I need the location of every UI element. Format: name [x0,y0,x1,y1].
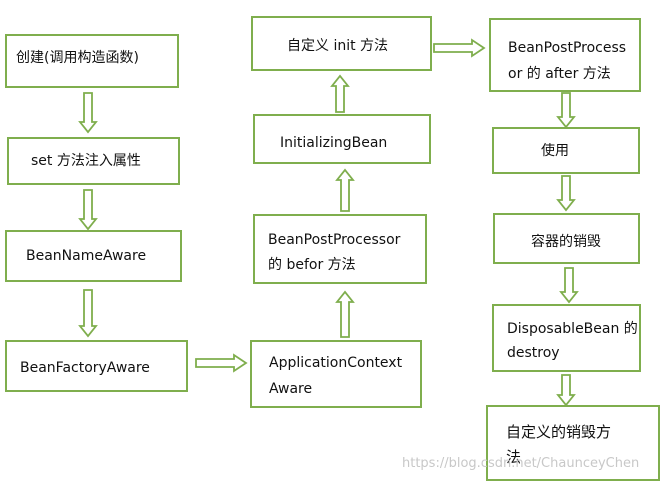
arrow-set-to-beannameaware [78,189,98,231]
node-bpp-after-label-1: BeanPostProcess [508,40,627,56]
node-bpp-before-label-2: 的 befor 方法 [268,257,356,273]
node-bean-factory-aware-label: BeanFactoryAware [20,360,150,376]
node-application-context-aware-label-2: Aware [269,381,313,397]
node-create: 创建(调用构造函数) [5,34,179,88]
node-use: 使用 [492,127,640,174]
arrow-custominit-to-bppafter [433,38,486,58]
node-disposable-bean-label-1: DisposableBean 的 [507,321,638,337]
node-custom-destroy-label-1: 自定义的销毁方 [506,423,612,441]
arrow-beanname-to-beanfactory [78,289,98,338]
node-create-label: 创建(调用构造函数) [16,50,139,66]
node-custom-destroy-label-2: 法 [506,448,522,466]
node-initializing-bean-label: InitializingBean [280,135,388,151]
arrow-create-to-set [78,92,98,134]
node-initializing-bean: InitializingBean [253,114,431,164]
node-use-label: 使用 [541,143,569,159]
node-set-properties: set 方法注入属性 [7,137,180,185]
watermark: https://blog.csdn.net/ChaunceyChen [402,456,640,471]
arrow-destroy-to-disposable [559,267,579,304]
node-custom-destroy: 自定义的销毁方 法 [486,405,660,481]
node-custom-init: 自定义 init 方法 [251,16,432,71]
node-application-context-aware: ApplicationContext Aware [250,340,422,408]
node-bpp-after-label-2: or 的 after 方法 [508,66,611,82]
node-custom-init-label: 自定义 init 方法 [287,38,389,54]
arrow-bppafter-to-use [556,92,576,129]
node-disposable-bean-label-2: destroy [507,345,560,361]
node-disposable-bean: DisposableBean 的 destroy [492,304,641,372]
node-bean-name-aware-label: BeanNameAware [26,248,147,264]
node-application-context-aware-label-1: ApplicationContext [269,355,403,371]
arrow-bppbefore-to-initializing [335,168,355,212]
node-bean-factory-aware: BeanFactoryAware [5,340,188,392]
node-bean-post-processor-before: BeanPostProcessor 的 befor 方法 [253,214,427,284]
node-bean-post-processor-after: BeanPostProcess or 的 after 方法 [489,18,641,92]
node-container-destroy-label: 容器的销毁 [531,234,601,250]
arrow-use-to-destroy [556,175,576,212]
node-container-destroy: 容器的销毁 [493,213,640,264]
node-bpp-before-label-1: BeanPostProcessor [268,232,401,248]
node-set-properties-label: set 方法注入属性 [31,153,141,169]
arrow-disposable-to-customdestroy [556,374,576,407]
arrow-appcontext-to-bppbefore [335,290,355,338]
arrow-beanfactory-to-appcontext [195,353,248,373]
node-bean-name-aware: BeanNameAware [5,230,182,282]
arrow-initializing-to-custominit [330,74,350,113]
